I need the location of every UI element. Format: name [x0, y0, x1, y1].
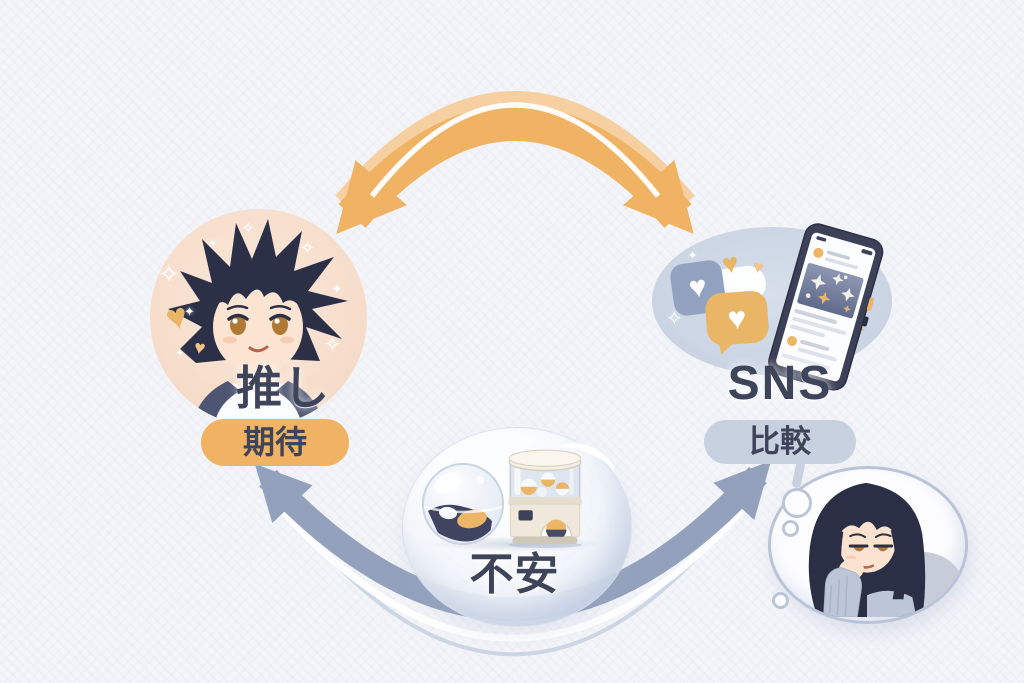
- post-avatar: [813, 247, 824, 258]
- boy-face: [213, 280, 303, 374]
- sns-label: SNS: [727, 357, 833, 410]
- girl-eye-right: [876, 546, 889, 552]
- thought-trail-bubble: [782, 520, 799, 537]
- bottom-arrow-thin-echo: [296, 517, 732, 657]
- sparkle-icon: ✦: [332, 282, 343, 296]
- girl-eye-left: [853, 546, 866, 552]
- phone-side-button: [862, 316, 869, 327]
- sparkle-icon: ✦: [688, 250, 698, 262]
- gacha-machine-illustration: [508, 449, 582, 548]
- post-text-line: [792, 316, 847, 336]
- post-text-line: [790, 324, 825, 338]
- girl-hair-bangs: [839, 502, 897, 537]
- sparkle-icon: ✦: [176, 348, 185, 359]
- boy-hair-bangs: [213, 265, 303, 311]
- oshi-label: 推し: [236, 362, 330, 414]
- machine-lid-top: [508, 449, 582, 467]
- girl-sweater: [866, 590, 917, 617]
- post-text-line: [797, 347, 837, 362]
- sparkle-icon: ✧: [242, 220, 255, 237]
- glass-highlight: [514, 464, 521, 495]
- anxiety-label: 不安: [469, 550, 560, 599]
- heart-icon: ♥: [686, 269, 710, 306]
- post-text-line: [800, 339, 830, 352]
- girl-sleeve: [823, 567, 862, 617]
- sleeve-ribs: [828, 575, 848, 617]
- thought-trail-bubble: [782, 488, 812, 518]
- oshi-boy-illustration: [168, 219, 348, 426]
- post-text-line: [824, 257, 858, 270]
- post-text-line: [826, 250, 851, 260]
- capsule-highlight: [476, 476, 484, 484]
- star-icon: [841, 287, 855, 302]
- sparkle-icon: ✧: [300, 238, 316, 258]
- star-icon: [810, 274, 827, 290]
- machine-base: [512, 536, 578, 544]
- heart-icon: ♥: [726, 299, 748, 337]
- eye-highlight: [232, 318, 238, 324]
- smartphone-illustration: [762, 218, 896, 401]
- top-arrow-oshi-sns: [336, 105, 694, 234]
- status-bar-left: [816, 236, 827, 242]
- coin-slot: [518, 510, 533, 521]
- star-icon: [843, 305, 851, 313]
- gacha-capsule-ball-illustration: [422, 463, 504, 545]
- star-dot: [843, 275, 848, 280]
- post-text-line: [781, 353, 830, 370]
- post-text-line: [794, 309, 837, 325]
- boy-eyebrows: [226, 305, 292, 311]
- girl-eyebrows: [849, 533, 892, 539]
- thought-trail-bubble: [772, 592, 789, 609]
- oshi-character-circle: ✧ ✦ ✦ ✧ ✧ ✦ ✧ ✦ ♥ ♥: [150, 209, 367, 426]
- status-bar-right: [861, 249, 873, 256]
- worried-girl-illustration: [808, 482, 961, 617]
- phone-side-button: [866, 297, 875, 312]
- smartphone-icon: [768, 223, 884, 391]
- sparkle-icon: ✦: [184, 304, 195, 319]
- sparkle-icon: ✦: [208, 238, 218, 250]
- star-icon: [832, 273, 844, 286]
- sns-badge-comparison: 比較: [704, 420, 856, 464]
- post-avatar: [787, 336, 798, 347]
- glass-highlight: [569, 464, 574, 495]
- capsule-in-glass: [536, 486, 548, 497]
- sparkle-icon: ✧: [158, 259, 180, 289]
- boy-mouth: [248, 345, 269, 353]
- boy-eyelids: [227, 313, 291, 321]
- girl-hair-strand-right: [890, 530, 906, 600]
- heart-comment-bubble-icon: ♥: [704, 289, 770, 347]
- boy-neck: [247, 367, 269, 386]
- boy-blush: [223, 336, 237, 344]
- top-arrow-white-stripe: [369, 102, 661, 198]
- sparkle-icon: ✧: [324, 334, 341, 356]
- boy-blush: [280, 336, 294, 344]
- sparkle-icon: ✧: [666, 308, 683, 330]
- bottom-arrow-white-stripe: [277, 502, 749, 642]
- oshi-badge-expectation: 期待: [201, 419, 349, 466]
- eye-highlight: [274, 318, 280, 324]
- star-dot: [805, 293, 811, 298]
- star-icon: [817, 291, 831, 305]
